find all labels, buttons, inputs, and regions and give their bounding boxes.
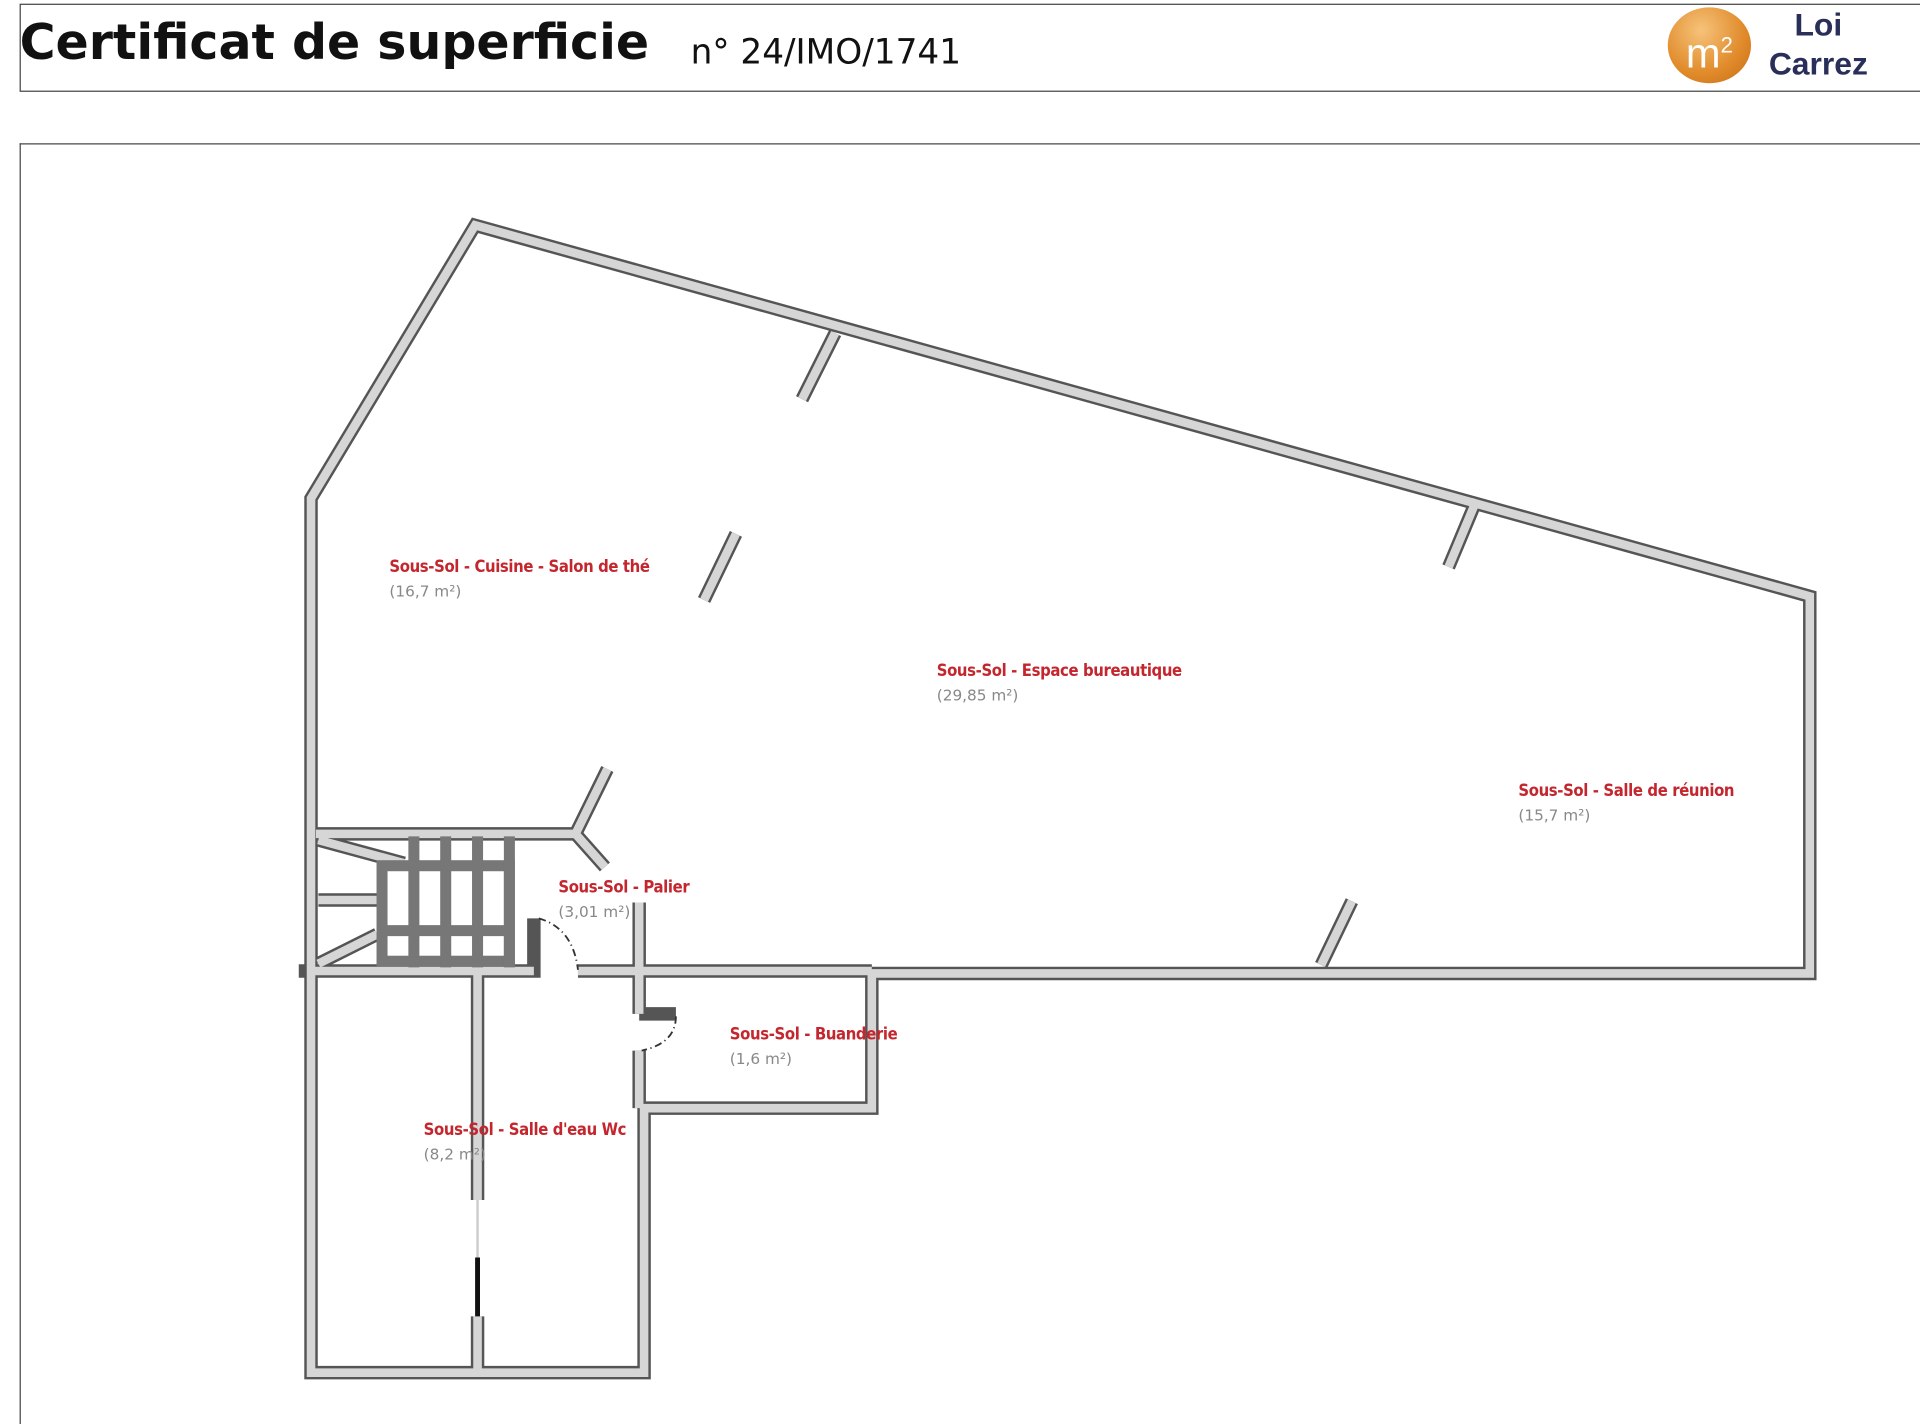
room-label: Sous-Sol - Salle de réunion bbox=[1518, 781, 1735, 801]
logo-line2: Carrez bbox=[1768, 45, 1868, 83]
logo-text: m bbox=[1685, 31, 1721, 78]
staircase bbox=[376, 836, 515, 968]
page-title: Certificat de superficie bbox=[19, 14, 650, 72]
room-label: Sous-Sol - Buanderie bbox=[729, 1024, 898, 1045]
room-area: (3,01 m²) bbox=[558, 902, 631, 921]
m2-logo: m2 bbox=[1667, 7, 1752, 84]
door-swing-buanderie bbox=[641, 1016, 677, 1052]
floor-plan-frame bbox=[19, 143, 1920, 1424]
room-area: (8,2 m²) bbox=[423, 1144, 486, 1164]
room-label: Sous-Sol - Palier bbox=[558, 877, 690, 898]
room-area: (29,85 m²) bbox=[936, 685, 1019, 705]
room-area: (16,7 m²) bbox=[389, 581, 462, 601]
certificate-number: n° 24/IMO/1741 bbox=[690, 31, 962, 73]
room-area: (15,7 m²) bbox=[1518, 805, 1591, 825]
logo-line1: Loi bbox=[1794, 6, 1843, 43]
logo-sup: 2 bbox=[1720, 33, 1733, 58]
header bbox=[19, 3, 1920, 92]
door-swing-palier bbox=[538, 917, 579, 970]
room-label: Sous-Sol - Cuisine - Salon de thé bbox=[389, 557, 650, 577]
room-label: Sous-Sol - Salle d'eau Wc bbox=[423, 1120, 627, 1141]
room-label: Sous-Sol - Espace bureautique bbox=[936, 661, 1182, 681]
room-area: (1,6 m²) bbox=[729, 1049, 792, 1068]
